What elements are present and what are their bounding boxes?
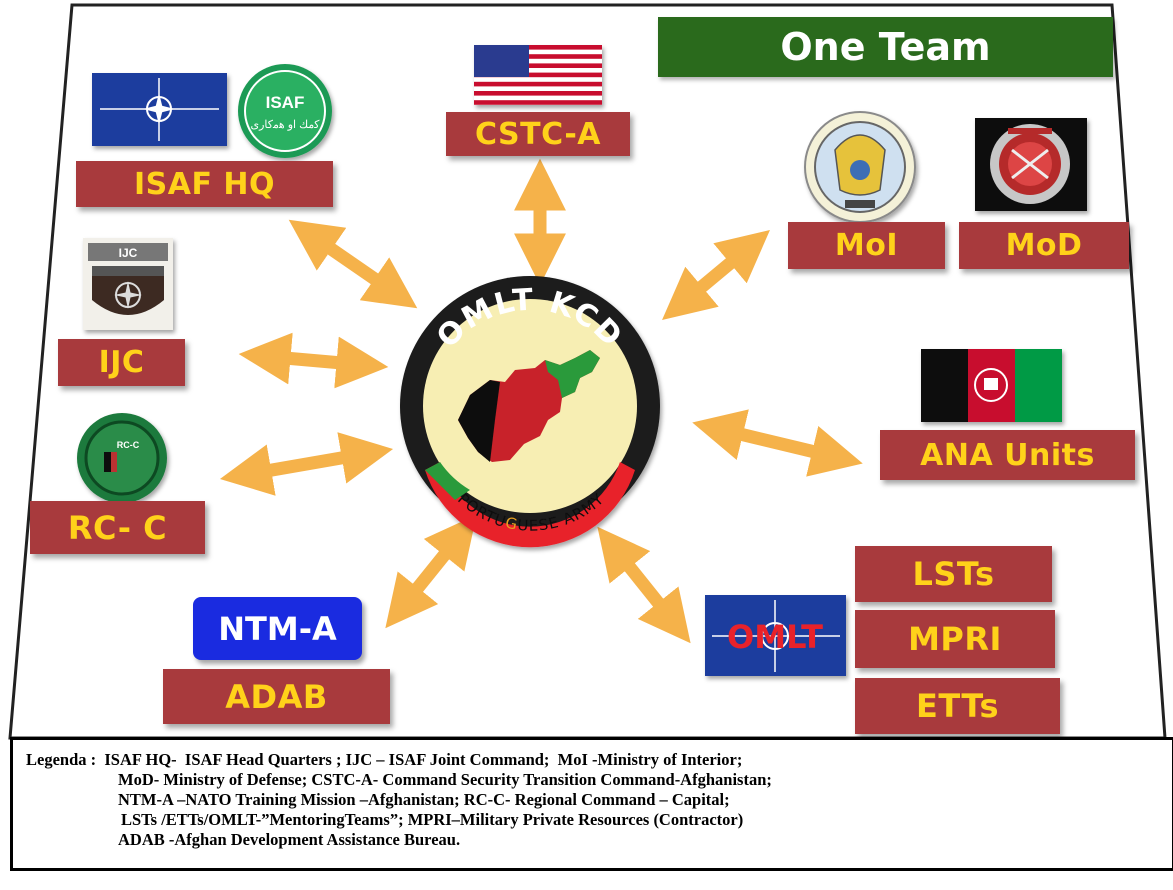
label-ana-units: ANA Units: [880, 430, 1135, 480]
title-banner: One Team: [658, 17, 1113, 77]
arrow-isaf: [288, 219, 418, 309]
label-mod: MoD: [959, 222, 1129, 269]
label-lsts: LSTs: [855, 546, 1052, 602]
label-cstc-a: CSTC-A: [446, 112, 630, 156]
omlt-flag-icon: OMLT: [705, 595, 846, 676]
nato-flag-icon: [92, 73, 227, 146]
arrows: [219, 158, 863, 644]
label-moi: MoI: [788, 222, 945, 269]
rcc-badge-icon: RC-C: [77, 413, 167, 503]
svg-text:IJC: IJC: [119, 246, 138, 260]
legend-line: NTM-A –NATO Training Mission –Afghanista…: [118, 790, 730, 809]
label-ijc: IJC: [58, 339, 185, 386]
isaf-badge-icon: ISAF ﻛﻣﻚ ﺍﻭ ﻫﻣﻛﺎﺭﻯ: [238, 64, 332, 158]
arrow-moi: [662, 230, 770, 320]
label-etts: ETTs: [855, 678, 1060, 734]
legend-line: ADAB -Afghan Development Assistance Bure…: [118, 830, 461, 849]
svg-text:RC-C: RC-C: [117, 440, 140, 450]
label-isaf-hq: ISAF HQ: [76, 161, 333, 207]
mod-seal-icon: [975, 118, 1087, 211]
svg-text:ﻛﻣﻚ ﺍﻭ ﻫﻣﻛﺎﺭﻯ: ﻛﻣﻚ ﺍﻭ ﻫﻣﻛﺎﺭﻯ: [250, 119, 320, 131]
moi-seal-icon: [804, 111, 916, 223]
arrow-ntma: [385, 514, 477, 629]
ijc-patch-icon: IJC: [83, 238, 173, 330]
label-rc-c: RC- C: [30, 501, 205, 554]
arrow-omlt: [597, 526, 691, 644]
label-mpri: MPRI: [855, 610, 1055, 668]
us-flag-icon: [474, 45, 602, 105]
legend-text: Legenda : ISAF HQ- ISAF Head Quarters ; …: [26, 750, 1173, 890]
legend-line: Legenda : ISAF HQ- ISAF Head Quarters ; …: [26, 750, 743, 769]
legend-box: Legenda : ISAF HQ- ISAF Head Quarters ; …: [10, 737, 1173, 871]
legend-line: MoD- Ministry of Defense; CSTC-A- Comman…: [118, 770, 772, 789]
diagram-canvas: ISAF ﻛﻣﻚ ﺍﻭ ﻫﻣﻛﺎﺭﻯ IJC RC-C: [8, 3, 1173, 871]
label-ntm-a: NTM-A: [193, 597, 362, 660]
label-adab: ADAB: [163, 669, 390, 724]
afghan-flag-icon: [921, 349, 1062, 422]
arrow-rcc: [219, 432, 394, 496]
legend-line: LSTs /ETTs/OMLT-”MentoringTeams”; MPRI–M…: [121, 810, 744, 829]
svg-text:ISAF: ISAF: [266, 93, 305, 112]
center-emblem: OMLT KCD PORTUGUESE ARMY: [400, 276, 660, 548]
arrow-ijc: [238, 332, 389, 389]
arrow-ana: [692, 409, 863, 477]
svg-text:OMLT: OMLT: [727, 618, 823, 656]
